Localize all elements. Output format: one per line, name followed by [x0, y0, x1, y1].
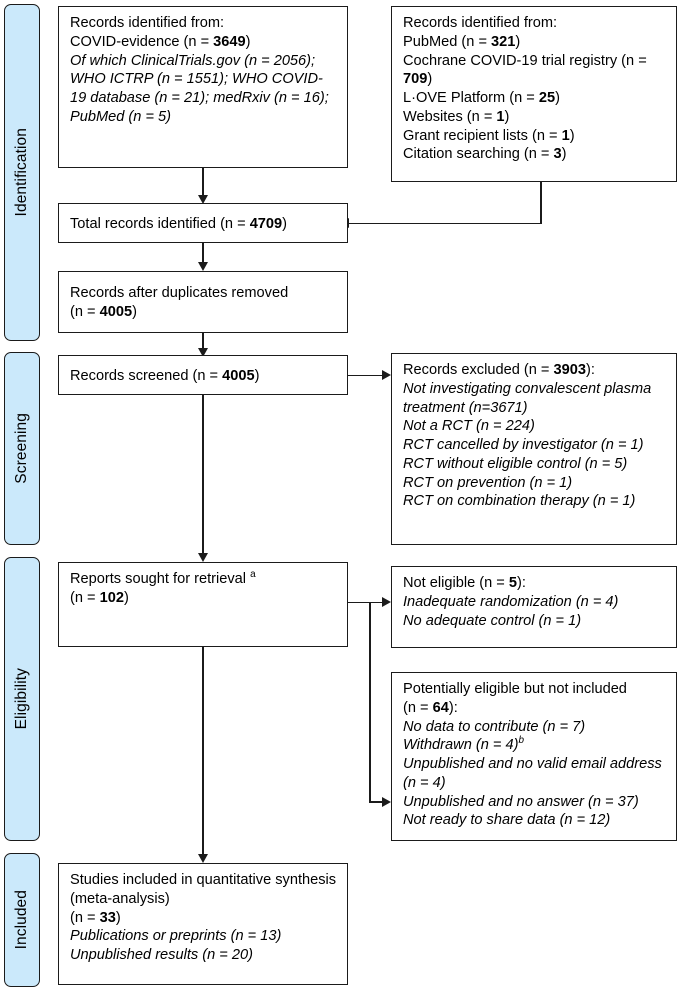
- arrow-screened-to-reports-sought: [197, 553, 208, 562]
- potentially-eligible-reason-4: Unpublished and no answer (n = 37): [403, 793, 639, 810]
- records-excluded-reason-5: RCT on prevention (n = 1): [403, 474, 573, 491]
- included-line-2: (n = 33): [70, 909, 121, 926]
- other-sources-grant-lists: Grant recipient lists (n = 1): [403, 127, 575, 144]
- box-records-identified-other-sources: Records identified from: PubMed (n = 321…: [391, 6, 677, 182]
- phase-eligibility-label: Eligibility: [13, 668, 31, 730]
- phase-identification-label: Identification: [13, 128, 31, 217]
- potentially-eligible-line-1: Potentially eligible but not included: [403, 681, 627, 697]
- records-screened-count: 4005: [222, 367, 255, 384]
- potentially-eligible-reason-3: Unpublished and no valid email address (…: [403, 756, 666, 791]
- potentially-eligible-reason-1: No data to contribute (n = 7): [403, 718, 586, 735]
- box-records-after-duplicates: Records after duplicates removed (n = 40…: [58, 271, 348, 333]
- arrow-duplicates-to-screened: [197, 348, 208, 357]
- arrow-covid-evidence-to-total: [197, 195, 208, 204]
- footnote-marker-a: a: [250, 569, 256, 581]
- total-records-count: 4709: [249, 215, 283, 232]
- arrow-to-potentially-eligible: [382, 796, 391, 807]
- not-eligible-count: 5: [508, 575, 517, 591]
- phase-eligibility: Eligibility: [4, 557, 40, 841]
- records-excluded-line-1: Records excluded (n = 3903):: [403, 362, 595, 378]
- potentially-eligible-reason-5: Not ready to share data (n = 12): [403, 812, 611, 829]
- records-excluded-reason-1: Not investigating convalescent plasma tr…: [403, 380, 656, 416]
- records-screened-text: Records screened (n = 4005): [70, 367, 260, 384]
- box-reports-sought-for-retrieval: Reports sought for retrieval a (n = 102): [58, 562, 348, 647]
- not-eligible-reason-2: No adequate control (n = 1): [403, 612, 582, 629]
- phase-identification: Identification: [4, 4, 40, 341]
- reports-sought-count: 102: [99, 589, 124, 606]
- potentially-eligible-reason-2: Withdrawn (n = 4)b: [403, 735, 524, 754]
- box-not-eligible: Not eligible (n = 5): Inadequate randomi…: [391, 566, 677, 648]
- not-eligible-line-1: Not eligible (n = 5):: [403, 575, 526, 591]
- other-sources-pubmed: PubMed (n = 321): [403, 33, 521, 50]
- potentially-eligible-line-2: (n = 64):: [403, 699, 458, 716]
- phase-included-label: Included: [13, 890, 31, 950]
- box-total-records-identified: Total records identified (n = 4709): [58, 203, 348, 243]
- connector-branch-to-not-eligible: [369, 601, 383, 604]
- after-duplicates-line-2: (n = 4005): [70, 304, 137, 320]
- phase-screening-label: Screening: [13, 413, 31, 484]
- box-records-identified-covid-evidence: Records identified from: COVID-evidence …: [58, 6, 348, 168]
- not-eligible-reason-1: Inadequate randomization (n = 4): [403, 593, 619, 610]
- box-records-screened: Records screened (n = 4005): [58, 355, 348, 395]
- connector-screened-to-excluded: [348, 374, 383, 377]
- arrow-total-to-duplicates: [197, 262, 208, 271]
- records-excluded-reason-6: RCT on combination therapy (n = 1): [403, 493, 636, 510]
- records-excluded-reason-4: RCT without eligible control (n = 5): [403, 455, 628, 472]
- included-count: 33: [99, 909, 116, 926]
- connector-duplicates-to-screened: [202, 333, 204, 352]
- arrow-to-not-eligible: [382, 597, 391, 607]
- connector-other-sources-left: [348, 222, 541, 225]
- after-duplicates-line-1: Records after duplicates removed: [70, 285, 289, 302]
- covid-evidence-breakdown: Of which ClinicalTrials.gov (n = 2056); …: [70, 52, 333, 125]
- other-sources-cochrane: Cochrane COVID-19 trial registry (n = 70…: [403, 52, 651, 88]
- arrow-screened-to-excluded: [382, 370, 391, 380]
- records-excluded-reason-2: Not a RCT (n = 224): [403, 418, 535, 435]
- other-sources-websites: Websites (n = 1): [403, 108, 510, 125]
- connector-covid-evidence-down: [202, 168, 204, 197]
- covid-evidence-line-1: Records identified from:: [70, 15, 225, 31]
- potentially-eligible-count: 64: [432, 699, 449, 716]
- records-excluded-count: 3903: [553, 362, 586, 378]
- covid-evidence-count: 3649: [213, 33, 246, 50]
- other-sources-citation-searching: Citation searching (n = 3): [403, 146, 567, 163]
- connector-branch-vertical: [369, 601, 371, 803]
- included-line-1: Studies included in quantitative synthes…: [70, 872, 341, 907]
- connector-reports-sought-to-included: [202, 647, 204, 858]
- included-unpublished: Unpublished results (n = 20): [70, 947, 253, 963]
- covid-evidence-line-2: COVID-evidence (n = 3649): [70, 33, 251, 50]
- footnote-marker-b: b: [518, 735, 524, 747]
- reports-sought-line-2: (n = 102): [70, 589, 129, 606]
- box-records-excluded: Records excluded (n = 3903): Not investi…: [391, 353, 677, 545]
- connector-screened-to-reports-sought: [202, 395, 204, 557]
- total-records-text: Total records identified (n = 4709): [70, 215, 288, 232]
- phase-screening: Screening: [4, 352, 40, 545]
- after-duplicates-count: 4005: [99, 304, 133, 320]
- connector-reports-sought-stub: [348, 601, 370, 604]
- box-potentially-eligible-not-included: Potentially eligible but not included (n…: [391, 672, 677, 841]
- other-sources-love: L·OVE Platform (n = 25): [403, 90, 560, 106]
- connector-other-sources-down: [540, 182, 542, 224]
- included-publications: Publications or preprints (n = 13): [70, 928, 282, 945]
- reports-sought-line-1: Reports sought for retrieval a: [70, 569, 256, 587]
- arrow-reports-sought-to-included: [197, 854, 208, 863]
- phase-included: Included: [4, 853, 40, 987]
- records-excluded-reason-3: RCT cancelled by investigator (n = 1): [403, 437, 644, 453]
- box-studies-included: Studies included in quantitative synthes…: [58, 863, 348, 985]
- connector-total-to-duplicates: [202, 243, 204, 264]
- other-sources-line-1: Records identified from:: [403, 15, 558, 31]
- connector-branch-to-potentially-eligible: [369, 801, 383, 803]
